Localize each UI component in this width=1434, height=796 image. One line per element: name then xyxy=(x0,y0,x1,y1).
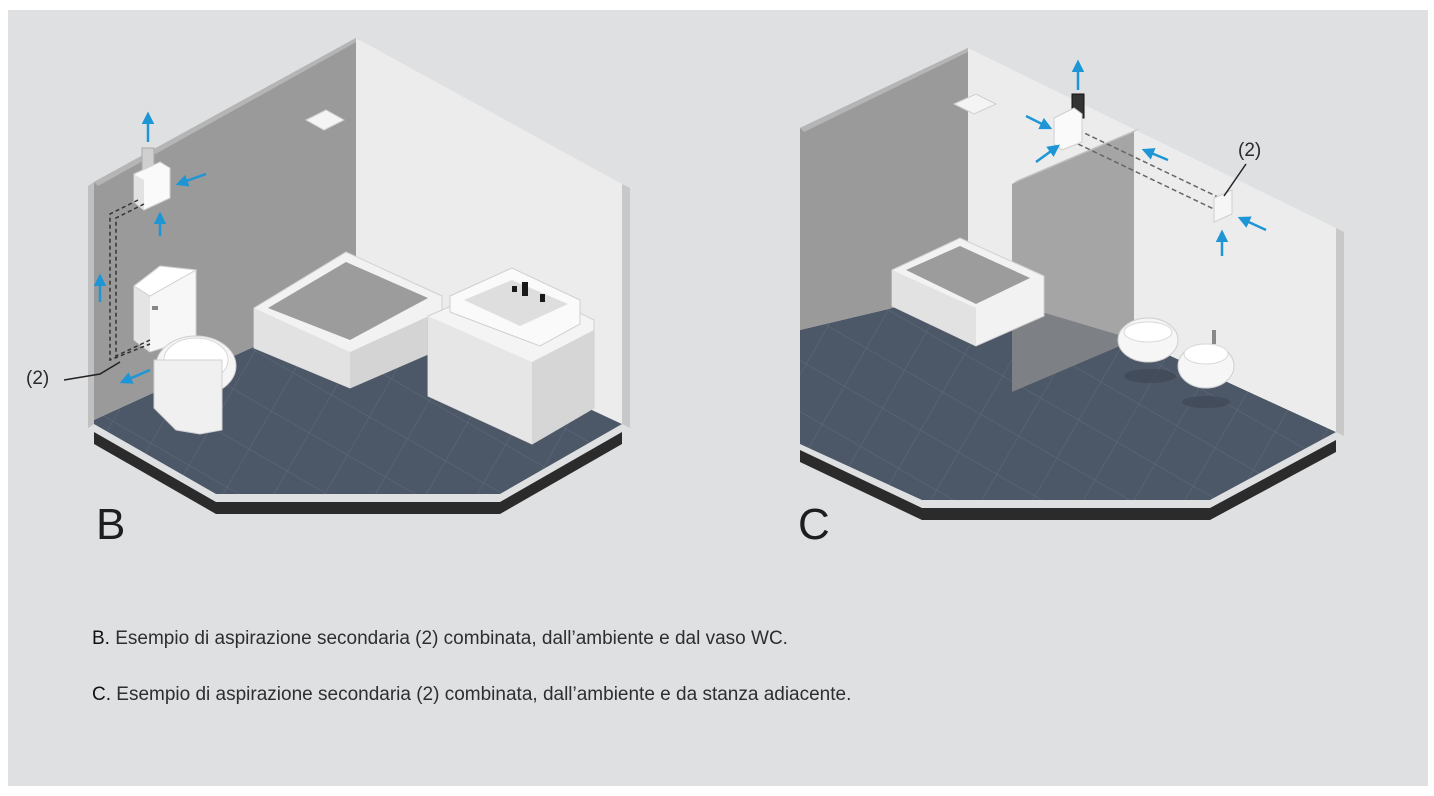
room-b-duct xyxy=(109,199,151,362)
room-b-shower-head xyxy=(304,109,346,131)
room-c-callout-label: (2) xyxy=(1238,140,1262,161)
caption-c-key: C. xyxy=(92,684,111,705)
figure-label-c: C xyxy=(798,500,830,549)
room-b-toilet xyxy=(133,265,237,435)
room-c-bidet xyxy=(1177,330,1235,408)
room-b-callout-label: (2) xyxy=(26,368,50,389)
room-c-floor xyxy=(800,290,1336,500)
caption-b-key: B. xyxy=(92,628,110,649)
room-c-shower-tray xyxy=(891,237,1045,347)
room-c-airflow-arrows xyxy=(1025,59,1267,256)
room-b-fan-unit xyxy=(133,147,171,211)
figure-label-b: B xyxy=(96,500,126,549)
room-c-fan-unit xyxy=(1053,93,1085,151)
room-b xyxy=(63,38,630,514)
caption-c-text: Esempio di aspirazione secondaria (2) co… xyxy=(111,684,852,705)
room-c-duct xyxy=(1077,129,1221,213)
room-b-bathtub xyxy=(253,251,443,389)
room-b-airflow-arrows xyxy=(93,111,207,384)
room-c-callout-leader xyxy=(1223,163,1247,197)
room-b-sink-cabinet xyxy=(427,267,595,445)
room-b-callout-leader xyxy=(63,361,121,381)
room-b-floor xyxy=(94,300,622,494)
caption-b: B. Esempio di aspirazione secondaria (2)… xyxy=(92,628,788,650)
room-c xyxy=(800,48,1344,520)
room-c-wc xyxy=(1117,317,1179,383)
room-c-partition xyxy=(1012,132,1134,392)
caption-b-text: Esempio di aspirazione secondaria (2) co… xyxy=(109,628,788,649)
room-c-shower-head xyxy=(952,93,998,115)
caption-c: C. Esempio di aspirazione secondaria (2)… xyxy=(92,684,851,706)
